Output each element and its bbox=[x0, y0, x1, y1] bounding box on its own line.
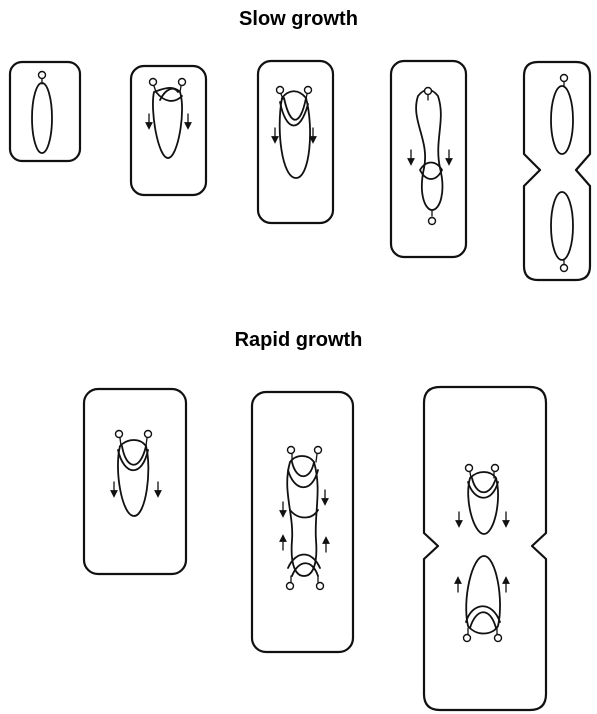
replication-origin bbox=[561, 75, 568, 82]
replication-origin bbox=[150, 79, 157, 86]
replication-origin bbox=[39, 72, 46, 79]
replication-origin bbox=[561, 265, 568, 272]
replication-origin bbox=[495, 635, 502, 642]
slow-panel-4 bbox=[391, 61, 466, 257]
slow-panel-3 bbox=[258, 61, 333, 223]
replication-origin bbox=[305, 87, 312, 94]
replication-origin bbox=[466, 465, 473, 472]
replication-origin bbox=[429, 218, 436, 225]
replication-origin bbox=[317, 583, 324, 590]
replication-origin bbox=[145, 431, 152, 438]
cell-outline bbox=[84, 389, 186, 574]
replication-origin bbox=[315, 447, 322, 454]
replication-origin bbox=[464, 635, 471, 642]
rapid-panel-3 bbox=[424, 387, 546, 710]
replication-origin bbox=[425, 88, 432, 95]
replication-origin bbox=[179, 79, 186, 86]
replication-origin bbox=[277, 87, 284, 94]
replication-origin bbox=[287, 583, 294, 590]
cell-outline bbox=[252, 392, 353, 652]
dividing-cell-outline bbox=[424, 387, 546, 710]
slow-panel-5 bbox=[524, 62, 590, 280]
dividing-cell-outline bbox=[524, 62, 590, 280]
replication-origin bbox=[492, 465, 499, 472]
slow-panel-2 bbox=[131, 66, 206, 195]
replication-origin bbox=[288, 447, 295, 454]
rapid-panel-1 bbox=[84, 389, 186, 574]
replication-origin bbox=[116, 431, 123, 438]
cell-outline bbox=[131, 66, 206, 195]
rapid-panel-2 bbox=[252, 392, 353, 652]
cell-outline bbox=[258, 61, 333, 223]
slow-panel-1 bbox=[10, 62, 80, 161]
